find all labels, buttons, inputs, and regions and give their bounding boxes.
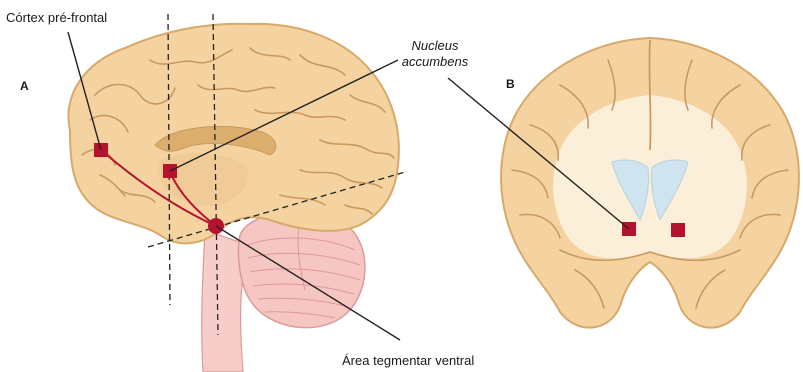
- nucleus-accumbens-label-line2: accumbens: [397, 54, 473, 69]
- sagittal-brain: [68, 14, 405, 372]
- ventral-tegmental-area-label: Área tegmentar ventral: [342, 353, 474, 368]
- coronal-brain: [501, 38, 799, 328]
- nucleus-accumbens-label-line1: Nucleus: [397, 38, 473, 53]
- panel-label-a: A: [20, 79, 29, 94]
- prefrontal-cortex-label: Córtex pré-frontal: [6, 10, 107, 25]
- accumbens-marker-b-right: [671, 223, 685, 237]
- panel-label-b: B: [506, 77, 515, 92]
